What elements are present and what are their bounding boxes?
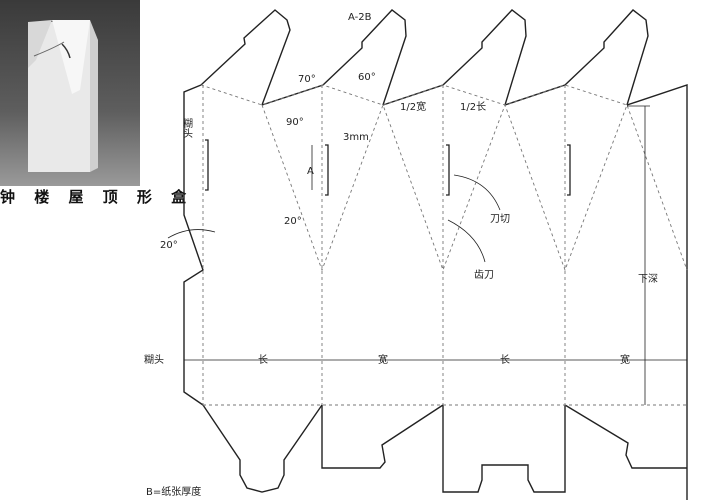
label-angle-90: 90° (286, 117, 304, 128)
label-half-width: 1/2宽 (400, 100, 426, 113)
dimension-lines (167, 105, 687, 405)
label-note-b: B=纸张厚度 (146, 485, 201, 498)
label-width-2: 宽 (620, 353, 630, 366)
label-angle-20-top: 20° (284, 216, 302, 227)
label-perforation: 齿刀 (474, 269, 494, 281)
label-glue-flap-top: 糊头 (181, 117, 193, 139)
label-half-length: 1/2长 (460, 101, 486, 113)
box-photo (0, 0, 140, 186)
cut-lines (183, 9, 688, 500)
label-width-1: 宽 (378, 353, 388, 366)
label-depth: 下深 (638, 273, 658, 285)
label-angle-70: 70° (298, 74, 316, 85)
box-illustration (28, 20, 98, 172)
label-angle-20-left: 20° (160, 240, 178, 251)
label-knife-cut: 刀切 (490, 213, 510, 225)
label-a: A (307, 166, 314, 177)
photo-caption: 钟 楼 屋 顶 形 盒 (0, 188, 194, 206)
label-3mm: 3mm (343, 132, 369, 143)
fold-lines (200, 84, 688, 406)
label-length-1: 长 (258, 354, 268, 366)
label-a-minus-2b: A-2B (348, 12, 372, 23)
label-glue-flap-left: 糊头 (144, 353, 164, 366)
label-angle-60: 60° (358, 72, 376, 83)
label-length-2: 长 (500, 354, 510, 366)
